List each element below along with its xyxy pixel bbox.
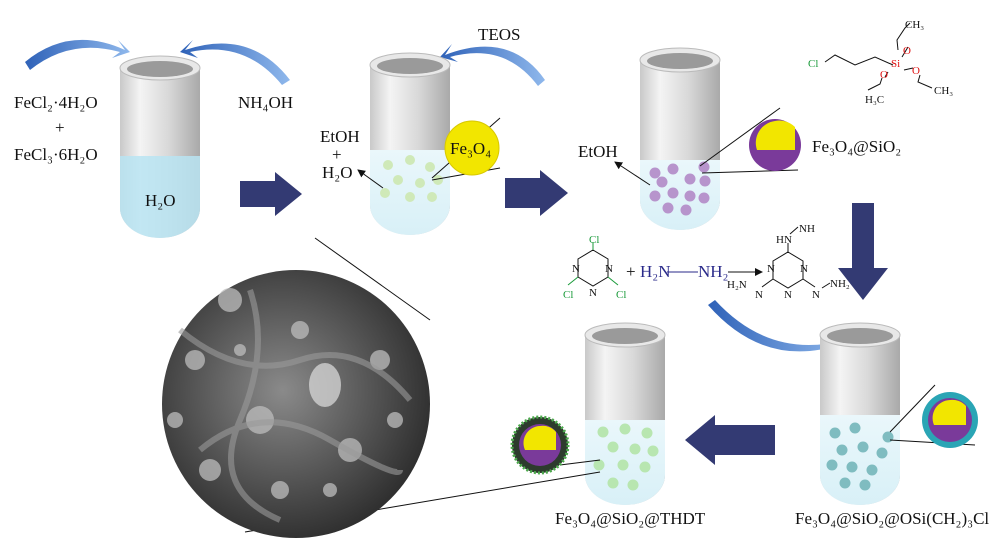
atom-label: N — [572, 263, 580, 275]
group-h3c: H₃C — [865, 94, 884, 106]
atom-o: O — [903, 45, 911, 57]
byproduct-h2o: H₂O — [322, 163, 352, 182]
fe3o4-label: Fe₃O₄ — [450, 139, 491, 158]
test-tube-5 — [584, 322, 666, 506]
curved-arrow-teos — [440, 44, 545, 86]
test-tube-1 — [119, 55, 201, 239]
atom-o: O — [912, 65, 920, 77]
byproduct-etoh-2: EtOH — [578, 142, 618, 161]
arrow-down — [838, 203, 888, 300]
plus-sign: + — [55, 118, 65, 137]
test-tube-3 — [639, 47, 721, 231]
atom-label: N — [800, 263, 808, 275]
curved-arrow-linker — [708, 300, 850, 352]
cyanuric-chloride-structure: Cl Cl Cl N N N — [563, 234, 626, 301]
byproduct-etoh: EtOH — [320, 127, 360, 146]
hydrazine-left: H₂N — [640, 262, 670, 281]
atom-label: Cl — [616, 289, 626, 301]
atom-label: N — [784, 289, 792, 301]
reagent-fecl2: FeCl₂·4H₂O — [14, 93, 98, 112]
solvent-h2o: H₂O — [145, 191, 175, 210]
atom-label: N — [605, 263, 613, 275]
plus-sign-2: + — [332, 145, 342, 164]
fe3o4-sio2-thdt-label: Fe₃O₄@SiO₂@THDT — [555, 509, 706, 528]
arrow-right-2 — [505, 170, 568, 216]
reagent-fecl3: FeCl₃·6H₂O — [14, 145, 98, 164]
fe3o4-sio2-label: Fe₃O₄@SiO₂ — [812, 137, 901, 156]
test-tube-4 — [819, 322, 901, 506]
atom-label: Cl — [563, 289, 573, 301]
hydrazine-right: NH₂ — [698, 262, 728, 281]
atom-label: N — [767, 263, 775, 275]
group-ch3: CH₃ — [934, 85, 953, 97]
curved-arrow-right — [180, 40, 290, 85]
curved-arrow-left — [25, 39, 130, 70]
atom-label: N — [812, 289, 820, 301]
sem-image — [162, 270, 430, 538]
fe3o4-sio2-particle — [749, 119, 801, 171]
fe3o4-sio2-cl-particle — [922, 392, 978, 448]
atom-label: N — [589, 287, 597, 299]
atom-label: NH₂ — [830, 278, 850, 290]
atom-si: Si — [891, 58, 900, 70]
atom-label: NH — [799, 223, 815, 235]
fe3o4-sio2-thdt-particle — [510, 415, 570, 475]
group-ch3: CH₃ — [905, 19, 924, 31]
arrow-left — [685, 415, 775, 465]
atom-label: N — [755, 289, 763, 301]
plus-sign-3: + — [626, 262, 636, 281]
fe3o4-sio2-osi-cl-label: Fe₃O₄@SiO₂@OSi(CH₂)₃Cl — [795, 509, 989, 528]
reagent-nh4oh: NH₄OH — [238, 93, 293, 112]
atom-cl: Cl — [808, 58, 818, 70]
thdt-structure: NH HN H₂N NH₂ N N N N N — [727, 223, 850, 301]
test-tube-2 — [369, 52, 451, 236]
chloropropyl-triethoxysilane-structure — [824, 22, 933, 91]
arrow-right-1 — [240, 172, 302, 216]
reagent-teos: TEOS — [478, 25, 521, 44]
fe3o4-particle — [444, 120, 500, 176]
atom-label: H₂N — [727, 279, 747, 291]
atom-o: O — [880, 69, 888, 81]
atom-label: Cl — [589, 234, 599, 246]
atom-label: HN — [776, 234, 792, 246]
